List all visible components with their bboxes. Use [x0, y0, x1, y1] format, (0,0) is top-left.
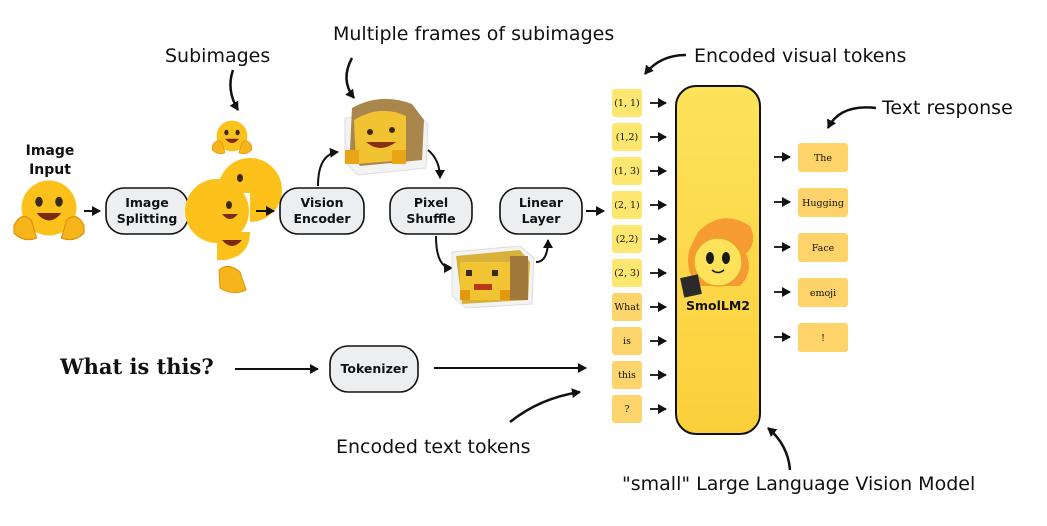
text-response-annotation: Text response	[881, 97, 1013, 119]
response-token: The	[774, 143, 848, 172]
cube-grid-icon	[344, 98, 429, 176]
text-token: is	[612, 327, 667, 355]
response-token: !	[774, 323, 848, 352]
text-token: this	[612, 361, 667, 389]
svg-text:this: this	[618, 370, 636, 381]
svg-text:Vision: Vision	[301, 195, 344, 210]
text-token: What	[612, 293, 667, 321]
visual-token: (1, 1)	[612, 89, 667, 117]
question-text: What is this?	[59, 354, 214, 379]
response-token: Face	[774, 233, 848, 262]
encoded-visual-arrow	[644, 53, 687, 75]
svg-text:(2, 3): (2, 3)	[614, 268, 640, 279]
svg-text:Splitting: Splitting	[117, 211, 178, 226]
svg-text:!: !	[821, 333, 825, 344]
subimages-annotation: Subimages	[165, 45, 270, 67]
visual-token: (2, 1)	[612, 191, 667, 219]
visual-token: (2, 3)	[612, 259, 667, 287]
subimage-tile	[185, 179, 250, 243]
svg-text:Linear: Linear	[519, 195, 564, 210]
pixel-shuffle-box: Pixel Shuffle	[389, 187, 473, 235]
svg-text:Encoder: Encoder	[293, 211, 351, 226]
encoded-text-arrow	[509, 388, 581, 423]
svg-text:?: ?	[624, 404, 629, 415]
multiple-frames-arrow	[345, 57, 356, 99]
text-response-arrow	[826, 106, 877, 129]
image-input-label-line1: Image	[26, 143, 75, 159]
subimages-arrow	[229, 69, 240, 111]
svg-text:(2, 1): (2, 1)	[614, 200, 640, 211]
tokenizer-box: Tokenizer	[329, 345, 419, 393]
svg-text:(1,2): (1,2)	[616, 132, 639, 143]
svg-text:emoji: emoji	[810, 288, 836, 299]
subimage-tile	[217, 263, 250, 295]
smollm2-mascot-icon	[680, 218, 754, 298]
model-caption-arrow	[767, 427, 792, 471]
svg-text:Pixel: Pixel	[414, 195, 448, 210]
model-caption: "small" Large Language Vision Model	[622, 473, 975, 495]
svg-text:(2,2): (2,2)	[616, 234, 639, 245]
svg-text:SmolLM2: SmolLM2	[686, 298, 750, 313]
token-column: (1, 1) (1,2) (1, 3) (2, 1) (2,2) (2, 3) What is…	[612, 89, 667, 423]
arrow-encoder-to-frames	[317, 147, 339, 187]
svg-text:Hugging: Hugging	[802, 198, 844, 209]
multiple-frames-annotation: Multiple frames of subimages	[333, 23, 614, 45]
svg-text:Layer: Layer	[522, 211, 562, 226]
image-input-label-line2: Input	[29, 162, 71, 178]
arrow-cube-to-linear	[535, 239, 553, 263]
subimages-column	[185, 120, 282, 295]
svg-text:(1, 1): (1, 1)	[614, 98, 640, 109]
text-token: ?	[612, 395, 667, 423]
svg-text:Tokenizer: Tokenizer	[340, 361, 408, 376]
subimage-tile	[217, 232, 250, 260]
vision-encoder-box: Vision Encoder	[279, 187, 365, 235]
response-token: emoji	[774, 278, 848, 307]
image-splitting-box: Image Splitting	[105, 187, 189, 235]
visual-token: (2,2)	[612, 225, 667, 253]
cube-grid-icon	[451, 245, 535, 309]
svg-text:The: The	[814, 153, 832, 164]
visual-token: (1, 3)	[612, 157, 667, 185]
encoded-text-annotation: Encoded text tokens	[336, 436, 531, 458]
hugging-face-emoji-icon	[13, 179, 85, 241]
visual-token: (1,2)	[612, 123, 667, 151]
svg-text:Face: Face	[812, 243, 835, 254]
svg-text:What: What	[614, 302, 640, 313]
arrow-frames-to-shuffle	[427, 149, 445, 179]
linear-layer-box: Linear Layer	[499, 187, 583, 235]
smollm2-model: SmolLM2	[675, 85, 761, 435]
svg-text:(1, 3): (1, 3)	[614, 166, 640, 177]
svg-text:is: is	[623, 336, 631, 347]
encoded-visual-annotation: Encoded visual tokens	[694, 45, 906, 67]
hugging-face-emoji-icon	[212, 120, 252, 155]
arrow-shuffle-to-cube	[435, 235, 453, 273]
svg-text:Shuffle: Shuffle	[406, 211, 455, 226]
svg-text:Image: Image	[125, 195, 169, 210]
response-token: Hugging	[774, 188, 848, 217]
